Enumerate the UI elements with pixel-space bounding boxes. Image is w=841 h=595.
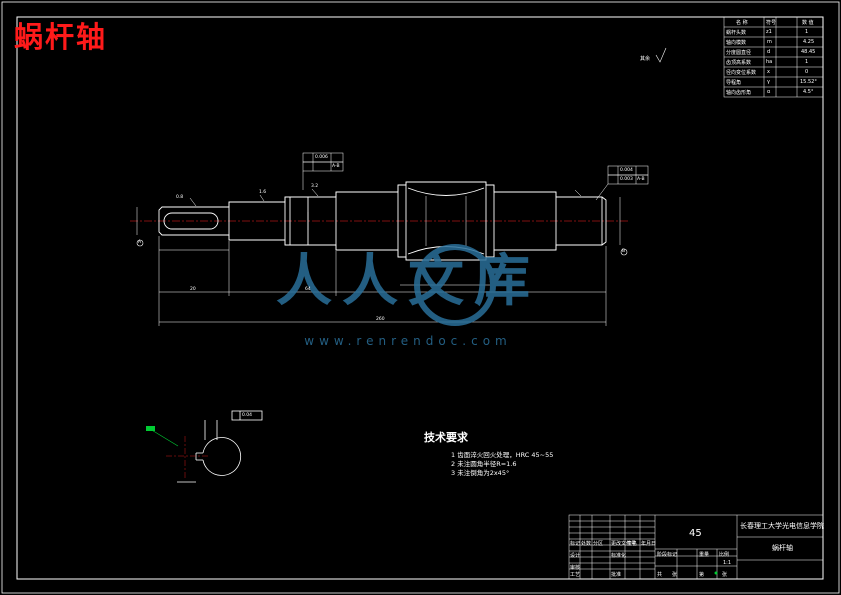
title-block <box>568 514 824 580</box>
param-row-name: 齿顶高系数 <box>726 60 752 66</box>
roughness-value: 0.8 <box>176 195 184 200</box>
title-block-label: 第 <box>699 572 705 578</box>
title-block-label: 张 <box>722 572 728 578</box>
tech-requirements-title: 技术要求 <box>424 431 468 444</box>
title-block-label: 审核 <box>570 565 581 571</box>
param-header-name: 名 称 <box>736 20 748 26</box>
title-block-label: 设计 <box>570 553 581 559</box>
param-row-symbol: m <box>767 39 772 45</box>
param-row-name: 分度圆直径 <box>726 50 752 56</box>
datum-label: A <box>138 240 142 245</box>
title-block-label: 批准 <box>611 572 622 578</box>
worm-shaft-view <box>130 181 630 261</box>
title-block-label: 年月日 <box>641 541 657 547</box>
datum-markers <box>136 239 628 256</box>
scale-value: 1:1 <box>723 560 732 566</box>
param-row-name: 轴向模数 <box>726 40 747 46</box>
part-name: 蜗杆轴 <box>772 544 793 552</box>
school-name: 长春理工大学光电信息学院 <box>740 522 824 530</box>
title-block-label: 比例 <box>719 552 730 558</box>
drawing-frame <box>16 16 824 580</box>
param-row-symbol: ha <box>766 59 773 65</box>
param-row-value: 1 <box>805 59 809 65</box>
param-header-value: 数 值 <box>802 20 814 26</box>
param-row-name: 轴向齿形角 <box>726 90 752 96</box>
title-block-label: 共 <box>657 572 663 578</box>
param-row-value: 4.25 <box>803 39 815 45</box>
roughness-note: 其余 <box>640 56 651 62</box>
tolerance-frame-group <box>302 152 649 201</box>
roughness-other-mark <box>655 47 667 63</box>
param-row-name: 导程角 <box>726 80 742 86</box>
title-block-label: 标准化 <box>611 553 627 559</box>
material-code: 45 <box>689 528 702 539</box>
param-row-value: 48.45 <box>801 49 816 55</box>
param-header-symbol: 符号 <box>766 20 777 26</box>
params-table <box>723 16 824 98</box>
title-block-label: 分区 <box>593 541 604 547</box>
param-row-symbol: x <box>767 69 770 75</box>
cross-section-view <box>149 410 263 483</box>
title-block-label: 阶段标记 <box>657 552 678 558</box>
dimension-text: 64 <box>305 287 311 292</box>
drawing-title: 蜗杆轴 <box>14 20 108 54</box>
dimension-text: 20 <box>190 287 196 292</box>
tolerance-datum: A-B <box>332 164 340 169</box>
param-row-value: 4.5° <box>803 89 814 95</box>
tolerance-value: 0.006 <box>315 155 328 160</box>
tolerance-datum: A-B <box>637 177 645 182</box>
param-row-symbol: γ <box>767 79 770 85</box>
param-row-symbol: z1 <box>766 29 772 35</box>
title-block-label: 签名 <box>627 541 638 547</box>
title-block-label: 标记 <box>570 541 581 547</box>
watermark-url: www.renrendoc.com <box>304 334 511 348</box>
roughness-value: 3.2 <box>311 184 319 189</box>
param-row-name: 径向变位系数 <box>726 70 757 76</box>
watermark: 人人文库 www.renrendoc.com <box>276 244 540 348</box>
title-block-label: 工艺 <box>570 572 581 578</box>
param-row-name: 蜗杆头数 <box>726 30 747 36</box>
tech-requirement-item: 1 齿面淬火回火处理，HRC 45~55 <box>451 451 554 459</box>
title-block-label: 处数 <box>581 541 592 547</box>
tolerance-value: 0.04 <box>242 413 253 418</box>
tech-requirement-item: 3 未注倒角为2x45° <box>451 469 510 477</box>
title-block-label: 更改文件号 <box>611 541 637 547</box>
param-row-symbol: d <box>767 49 771 55</box>
param-row-value: 1 <box>805 29 809 35</box>
leader-tag <box>146 426 155 431</box>
tolerance-value: 0.004 <box>620 168 633 173</box>
tolerance-value: 0.003 <box>620 177 633 182</box>
watermark-brand: 人人文库 <box>276 249 540 314</box>
param-row-symbol: α <box>767 89 771 95</box>
title-block-label: 重量 <box>699 552 710 558</box>
status-dot <box>714 571 718 575</box>
dimension-text: 260 <box>376 317 385 322</box>
tech-requirement-item: 2 未注圆角半径R=1.6 <box>451 460 517 468</box>
param-row-value: 15.52° <box>800 79 817 85</box>
param-row-value: 0 <box>805 69 809 75</box>
roughness-value: 1.6 <box>259 190 267 195</box>
title-block-label: 张 <box>672 572 678 578</box>
datum-label: B <box>622 249 626 254</box>
